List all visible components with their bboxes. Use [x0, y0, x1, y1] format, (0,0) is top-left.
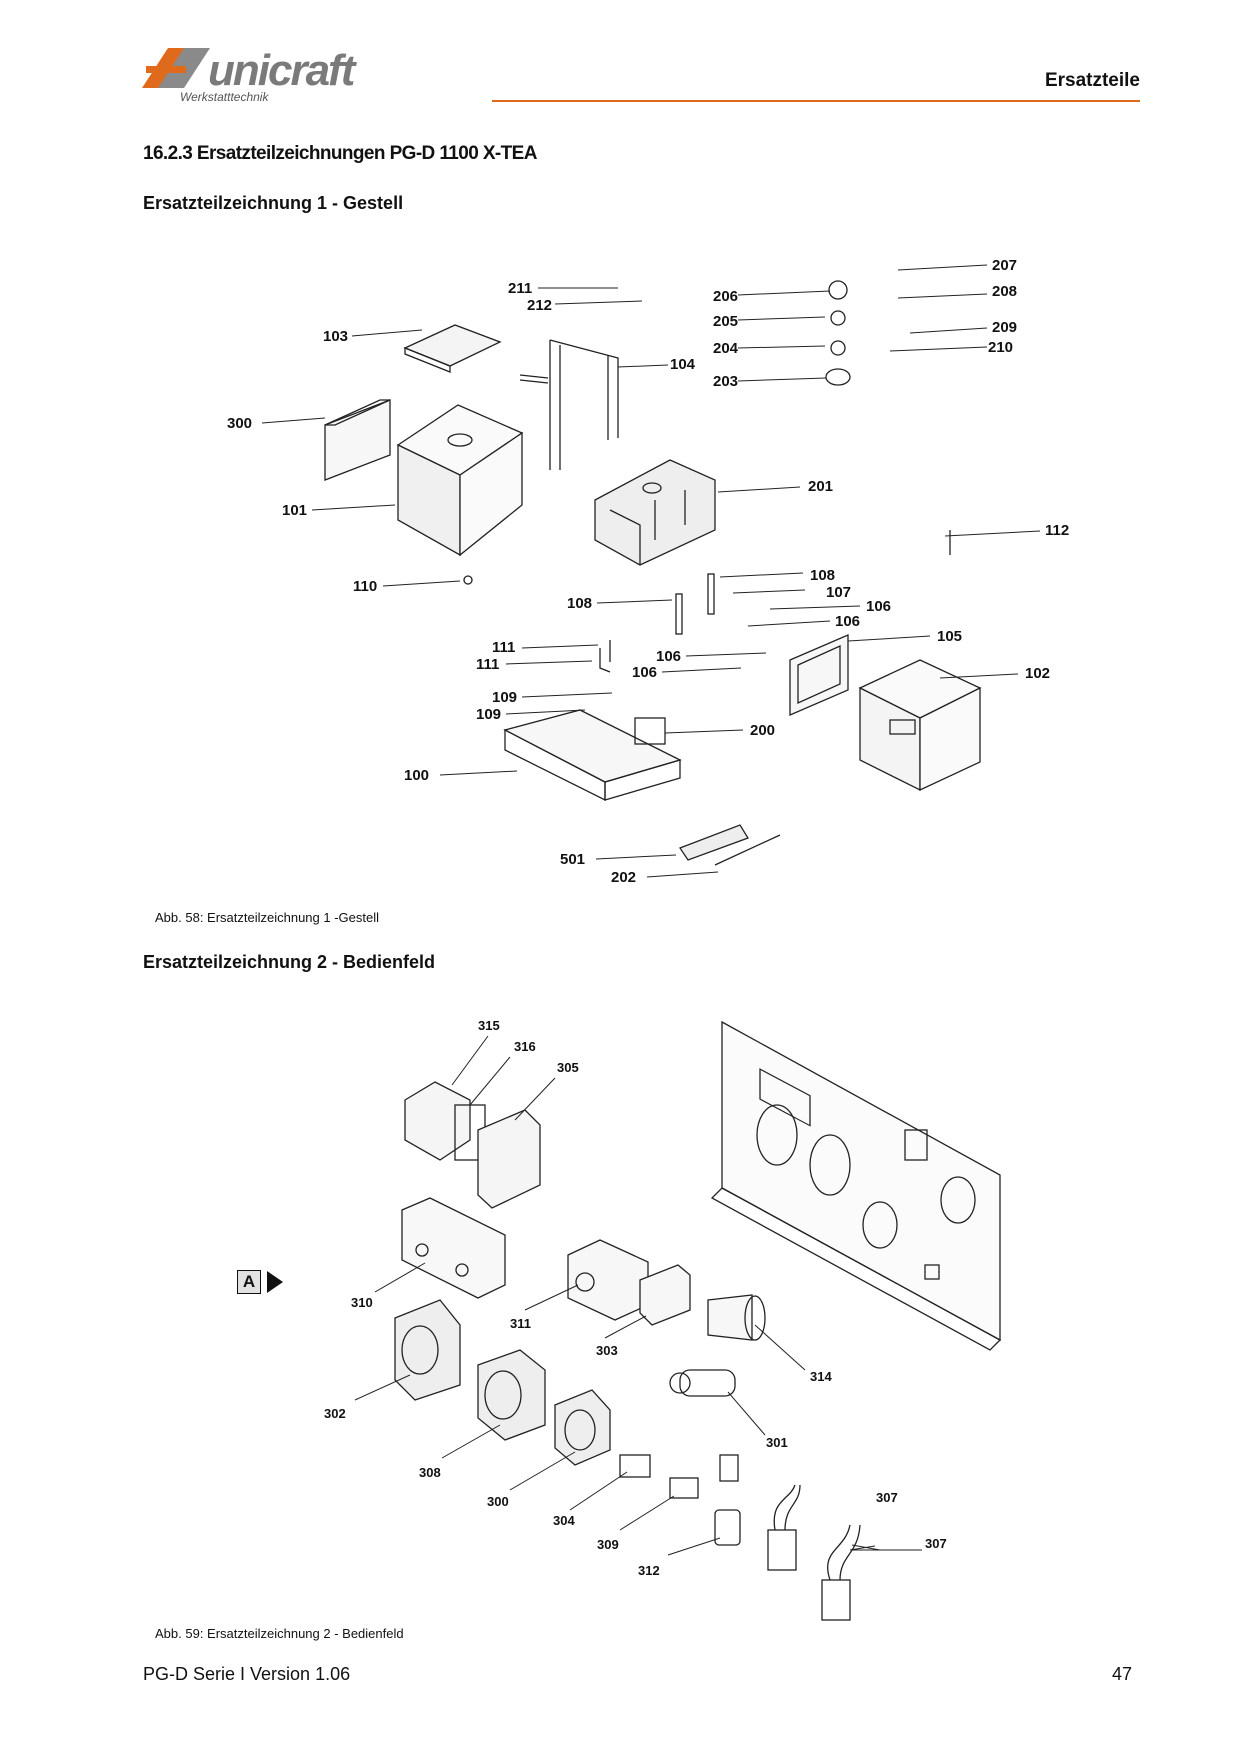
label-106b: 106 — [835, 613, 860, 630]
label-212: 212 — [527, 297, 552, 314]
label-304: 304 — [553, 1513, 575, 1528]
label-106c: 106 — [656, 648, 681, 665]
unicraft-logo — [142, 48, 210, 88]
label-111b: 111 — [476, 656, 499, 673]
label-205: 205 — [713, 313, 738, 330]
label-300-panel: 300 — [487, 1494, 509, 1509]
label-109b: 109 — [476, 706, 501, 723]
label-201: 201 — [808, 478, 833, 495]
label-302: 302 — [324, 1406, 346, 1421]
label-112: 112 — [1045, 522, 1069, 539]
label-311: 311 — [510, 1316, 531, 1331]
label-211: 211 — [508, 280, 532, 297]
label-103: 103 — [323, 328, 348, 345]
section-title: 16.2.3 Ersatzteilzeichnungen PG-D 1100 X… — [143, 143, 537, 164]
label-501: 501 — [560, 851, 585, 868]
footer-version: PG-D Serie I Version 1.06 — [143, 1664, 351, 1684]
label-108b: 108 — [810, 567, 835, 584]
brand-subtitle: Werkstatttechnik — [180, 90, 269, 104]
header-divider — [492, 100, 1140, 102]
label-102: 102 — [1025, 665, 1050, 682]
label-104: 104 — [670, 356, 696, 373]
page-header-title: Ersatzteile — [1044, 70, 1140, 91]
label-202: 202 — [611, 869, 636, 886]
label-307a: 307 — [876, 1490, 898, 1505]
label-307b: 307 — [925, 1536, 947, 1551]
label-309: 309 — [597, 1537, 619, 1552]
label-203: 203 — [713, 373, 738, 390]
label-100: 100 — [404, 767, 429, 784]
label-310: 310 — [351, 1295, 373, 1310]
label-204: 204 — [713, 340, 739, 357]
brand-wordmark: unicraft — [208, 46, 355, 95]
label-206: 206 — [713, 288, 738, 305]
label-111a: 111 — [492, 639, 515, 656]
label-315: 315 — [478, 1018, 500, 1033]
label-210: 210 — [988, 339, 1013, 356]
label-106d: 106 — [632, 664, 657, 681]
label-108a: 108 — [567, 595, 592, 612]
label-109a: 109 — [492, 689, 517, 706]
figure1-caption: Abb. 58: Ersatzteilzeichnung 1 -Gestell — [155, 910, 380, 925]
label-106a: 106 — [866, 598, 891, 615]
figure2-title: Ersatzteilzeichnung 2 - Bedienfeld — [143, 952, 436, 972]
label-303: 303 — [596, 1343, 618, 1358]
page-number: 47 — [1111, 1664, 1132, 1684]
label-207: 207 — [992, 257, 1017, 274]
label-208: 208 — [992, 283, 1017, 300]
view-marker-a: A — [237, 1270, 297, 1296]
label-110: 110 — [353, 578, 377, 595]
label-105: 105 — [937, 628, 962, 645]
label-316: 316 — [514, 1039, 536, 1054]
label-300: 300 — [227, 415, 252, 432]
label-301: 308 — [419, 1465, 441, 1480]
marker-label: A — [237, 1270, 261, 1294]
label-209: 209 — [992, 319, 1017, 336]
label-101: 101 — [282, 502, 307, 519]
arrow-right-icon — [267, 1271, 283, 1293]
figure2-caption: Abb. 59: Ersatzteilzeichnung 2 - Bedienf… — [155, 1626, 404, 1641]
label-314: 314 — [810, 1369, 832, 1384]
figure1-title: Ersatzteilzeichnung 1 - Gestell — [143, 193, 404, 213]
label-305: 305 — [557, 1060, 579, 1075]
label-312: 312 — [638, 1563, 660, 1578]
label-308: 301 — [766, 1435, 788, 1450]
label-107: 107 — [826, 584, 851, 601]
label-200: 200 — [750, 722, 775, 739]
